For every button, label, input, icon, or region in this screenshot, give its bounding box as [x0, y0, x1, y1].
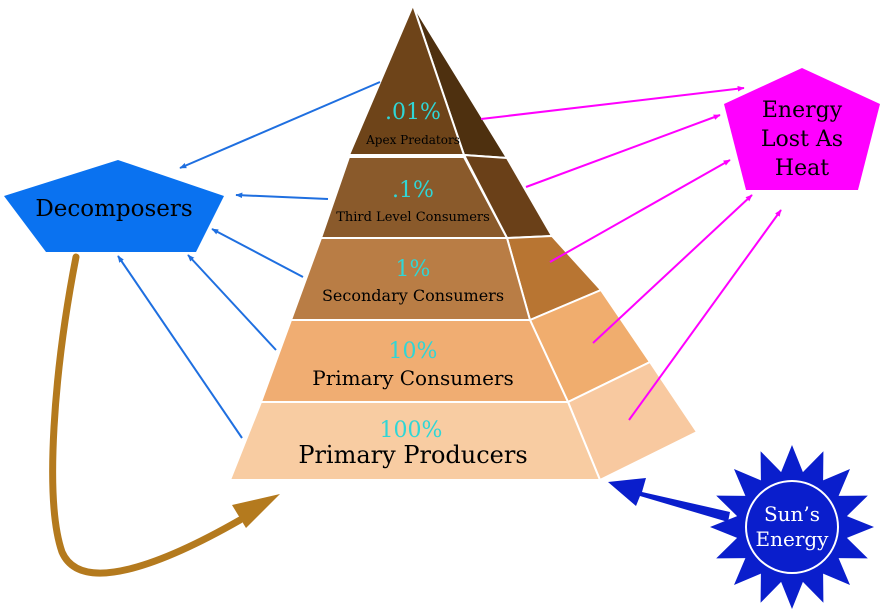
arrow-third-to-decomposers	[235, 192, 329, 200]
heat-arrow-apex	[480, 85, 745, 120]
tier-2-label: Primary Consumers	[312, 366, 514, 390]
tier-1-front	[228, 401, 602, 481]
heat-arrow-producers	[628, 209, 782, 421]
tier-3-percent: 1%	[396, 257, 431, 282]
recycle-arrow-shaft	[49, 253, 244, 577]
sun-label-line2: Energy	[756, 527, 830, 551]
heat-arrow-secondary	[549, 159, 731, 263]
arrow-primary-cons-to-decomposers	[187, 254, 277, 351]
heat-label-line2: Lost As	[761, 127, 843, 152]
recycle-arrow	[49, 253, 280, 577]
heat-label-line1: Energy	[762, 98, 843, 123]
tier-4-label: Third Level Consumers	[336, 210, 490, 225]
tier-4-percent: .1%	[392, 178, 434, 203]
tier-3-label: Secondary Consumers	[322, 286, 504, 305]
sun-shape	[710, 445, 874, 609]
tier-5-label: Apex Predators	[365, 133, 460, 147]
heat-arrow-primary-cons	[592, 194, 753, 344]
sun-outline	[745, 480, 839, 574]
blue-arrows	[117, 81, 381, 439]
tier-5-percent: .01%	[385, 100, 441, 125]
arrow-secondary-to-decomposers	[211, 228, 304, 278]
heat-arrow-third	[525, 114, 721, 188]
heat-shape	[724, 68, 880, 190]
sun-label-line1: Sun’s	[764, 502, 820, 526]
pyramid-front-faces	[228, 2, 602, 481]
tier-2-percent: 10%	[389, 339, 438, 364]
sun-node: Sun’s Energy	[710, 445, 874, 609]
heat-node: Energy Lost As Heat	[724, 68, 880, 190]
magenta-arrows	[480, 85, 782, 421]
tier-1-percent: 100%	[380, 418, 443, 443]
decomposers-shape	[4, 160, 224, 252]
tier-labels: .01% Apex Predators .1% Third Level Cons…	[298, 100, 527, 469]
recycle-arrow-head	[232, 494, 280, 528]
tier-1-label: Primary Producers	[298, 441, 527, 469]
heat-label-line3: Heat	[775, 156, 829, 181]
arrow-producers-to-decomposers	[117, 255, 243, 439]
decomposers-node: Decomposers	[4, 160, 224, 252]
decomposers-label: Decomposers	[35, 196, 192, 222]
sun-energy-arrow	[608, 478, 730, 522]
arrow-apex-to-decomposers	[179, 81, 381, 169]
tier-5-front	[347, 2, 466, 156]
